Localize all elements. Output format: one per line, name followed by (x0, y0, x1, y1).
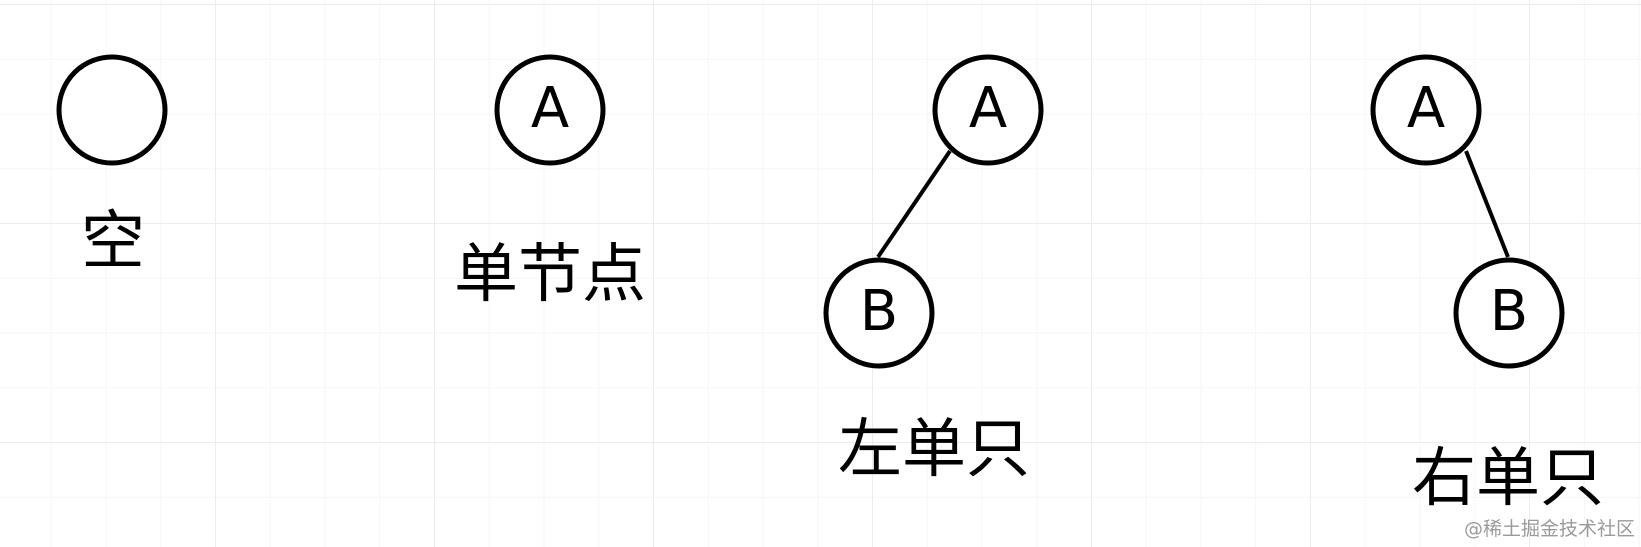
caption-left-single: 左单只 (838, 413, 1030, 487)
caption-right-single: 右单只 (1412, 442, 1604, 516)
tree-empty (56, 54, 168, 166)
node-a-label: A (1407, 76, 1445, 141)
watermark-text: @稀土掘金技术社区 (1463, 518, 1635, 540)
node-empty (56, 54, 168, 166)
node-a-circle (932, 54, 1044, 166)
node-b-label: B (1490, 279, 1528, 344)
node-a-circle (494, 54, 606, 166)
tree-single-node: A (494, 54, 606, 166)
caption-single-node: 单节点 (454, 238, 646, 312)
node-b-label: B (860, 279, 898, 344)
edge-left-a-to-b (876, 149, 952, 259)
caption-empty: 空 (81, 205, 145, 279)
node-b-circle (823, 257, 935, 369)
node-a-circle (1370, 54, 1482, 166)
tree-right-single: A B (1370, 54, 1565, 369)
tree-left-single: A B (823, 54, 1044, 369)
node-b-circle (1453, 257, 1565, 369)
node-a-label: A (531, 76, 569, 141)
node-a-label: A (969, 76, 1007, 141)
edge-right-a-to-b (1464, 150, 1510, 258)
